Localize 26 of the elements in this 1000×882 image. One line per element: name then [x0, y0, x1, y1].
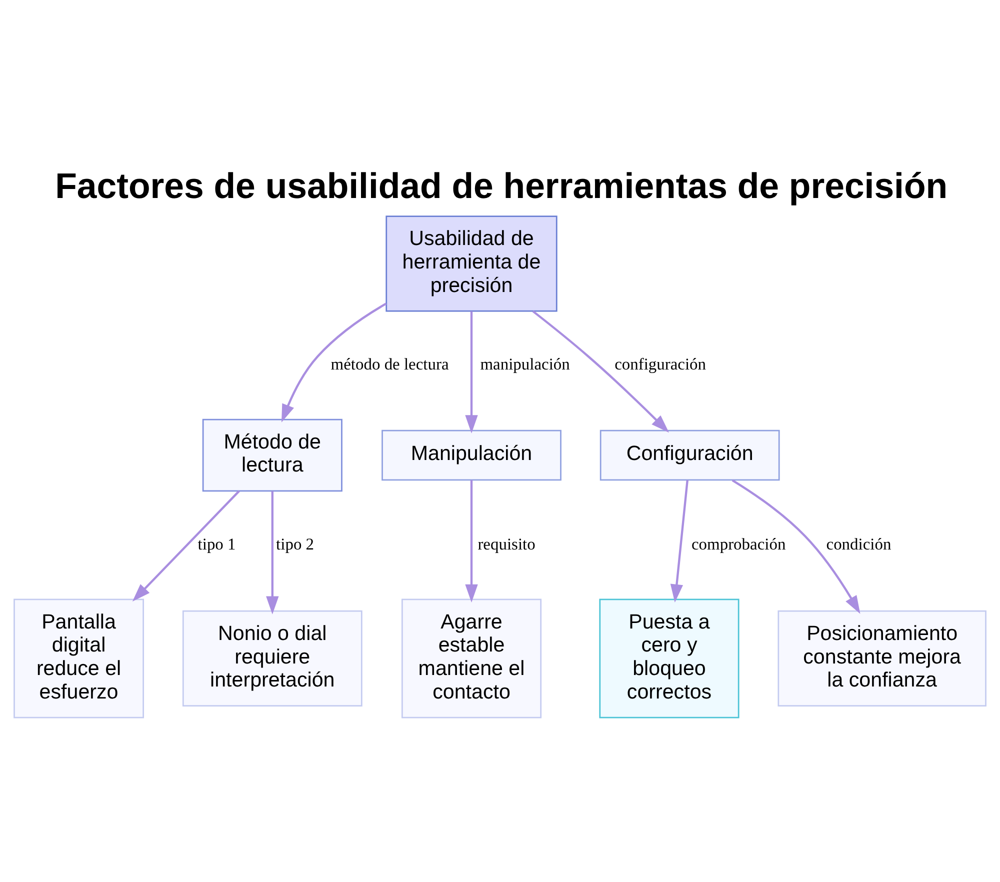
edge-label: tipo 1: [198, 534, 236, 553]
diagram-title: Factores de usabilidad de herramientas de precisión: [55, 166, 948, 206]
node-box: Configuración: [600, 429, 780, 480]
arrow: [465, 310, 478, 433]
edge-label: manipulación: [480, 354, 570, 374]
node-box: Pantalla digital reduce el esfuerzo: [14, 598, 144, 718]
node-box: Usabilidad de herramienta de precisión: [386, 215, 558, 312]
arrow: [532, 310, 670, 432]
node-box: Posicionamiento constante mejora la confianza: [778, 610, 986, 706]
arrow: [281, 302, 387, 422]
edge-label: método de lectura: [330, 354, 449, 374]
edge-label: tipo 2: [276, 534, 314, 553]
arrow: [732, 478, 860, 614]
node-box: Método de lectura: [202, 418, 342, 492]
arrow: [670, 479, 689, 602]
node-box: Puesta a cero y bloqueo correctos: [599, 598, 740, 718]
arrow: [465, 480, 478, 602]
node-box: Manipulación: [382, 429, 562, 480]
edge-label: requisito: [478, 534, 536, 553]
edge-label: condición: [826, 534, 892, 553]
arrow: [266, 490, 279, 614]
arrow: [132, 490, 240, 602]
node-box: Agarre estable mantiene el contacto: [401, 598, 542, 718]
node-box: Nonio o dial requiere interpretación: [182, 610, 362, 706]
edge-label: configuración: [614, 354, 706, 374]
edge-label: comprobación: [691, 534, 786, 553]
